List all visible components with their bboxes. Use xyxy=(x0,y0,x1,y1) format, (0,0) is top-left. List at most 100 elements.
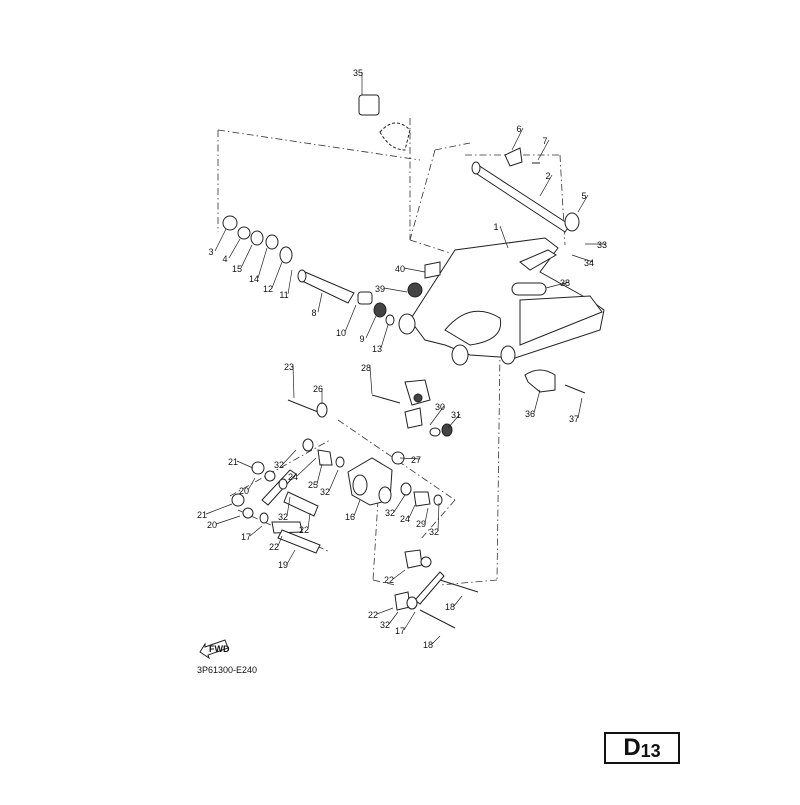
callout-22: 22 xyxy=(299,525,309,535)
callout-32: 32 xyxy=(380,620,390,630)
callout-28: 28 xyxy=(361,363,371,373)
callout-32: 32 xyxy=(278,512,288,522)
callout-14: 14 xyxy=(249,274,259,284)
leader-line xyxy=(317,292,323,313)
leader-line xyxy=(249,525,263,537)
callout-40: 40 xyxy=(395,264,405,274)
leader-line xyxy=(408,504,416,519)
callout-24: 24 xyxy=(288,472,298,482)
callout-27: 27 xyxy=(411,455,421,465)
callout-2: 2 xyxy=(545,171,550,181)
callout-22: 22 xyxy=(368,610,378,620)
leader-line xyxy=(447,413,461,429)
leader-line xyxy=(287,269,293,295)
leader-line xyxy=(393,494,406,513)
leader-line xyxy=(215,515,241,525)
leader-line xyxy=(537,139,550,161)
callout-22: 22 xyxy=(269,542,279,552)
leader-line xyxy=(577,194,589,213)
callout-20: 20 xyxy=(207,520,217,530)
leader-line xyxy=(228,238,241,259)
leader-line xyxy=(247,477,256,491)
callout-17: 17 xyxy=(395,626,405,636)
callout-18: 18 xyxy=(445,602,455,612)
callout-17: 17 xyxy=(241,532,251,542)
leader-line xyxy=(344,304,357,333)
leader-line xyxy=(236,460,254,469)
leader-line xyxy=(577,397,583,419)
leader-line xyxy=(453,595,463,607)
relay-arm xyxy=(231,438,479,629)
callout-38: 38 xyxy=(560,278,570,288)
callout-32: 32 xyxy=(429,527,439,537)
callout-4: 4 xyxy=(222,254,227,264)
callout-6: 6 xyxy=(516,124,521,134)
callout-32: 32 xyxy=(320,487,330,497)
small-parts xyxy=(222,94,586,465)
figure-code: 3P61300-E240 xyxy=(197,665,258,675)
callout-11: 11 xyxy=(279,290,288,300)
callout-36: 36 xyxy=(525,409,535,419)
callout-37: 37 xyxy=(569,414,579,424)
callout-32: 32 xyxy=(274,460,284,470)
callout-19: 19 xyxy=(278,560,288,570)
callout-10: 10 xyxy=(336,328,346,338)
callout-31: 31 xyxy=(451,410,461,420)
leader-line xyxy=(399,457,421,460)
callout-24: 24 xyxy=(400,514,410,524)
callout-5: 5 xyxy=(581,191,586,201)
callout-20: 20 xyxy=(239,486,249,496)
callout-21: 21 xyxy=(228,457,238,467)
leader-line xyxy=(205,503,233,515)
leader-line xyxy=(392,569,406,580)
leader-line xyxy=(307,512,311,530)
leader-line xyxy=(365,315,377,339)
fwd-arrow-icon: FWD xyxy=(199,639,230,660)
leader-line xyxy=(437,502,440,532)
callout-16: 16 xyxy=(345,512,355,522)
leader-line xyxy=(271,261,283,289)
leader-line xyxy=(353,499,361,517)
callout-8: 8 xyxy=(311,308,316,318)
callout-26: 26 xyxy=(313,384,323,394)
callout-33: 33 xyxy=(597,240,607,250)
leader-line xyxy=(424,507,429,524)
leader-line xyxy=(277,535,283,547)
callout-15: 15 xyxy=(232,264,242,274)
callout-layer: 3567251333434151412114039388109132326283… xyxy=(197,68,607,650)
callout-7: 7 xyxy=(542,136,547,146)
leader-line xyxy=(380,324,389,349)
callout-21: 21 xyxy=(197,510,207,520)
leader-line xyxy=(571,254,594,263)
callout-23: 23 xyxy=(284,362,294,372)
leader-line xyxy=(282,449,297,465)
leader-line xyxy=(388,611,399,625)
leader-line xyxy=(257,247,268,279)
leader-line xyxy=(328,469,339,492)
callout-39: 39 xyxy=(375,284,385,294)
leader-line xyxy=(431,635,441,645)
leader-line xyxy=(316,463,323,485)
callout-12: 12 xyxy=(263,284,273,294)
leader-line xyxy=(511,127,524,151)
leader-line xyxy=(539,174,553,197)
callout-22: 22 xyxy=(384,575,394,585)
callout-13: 13 xyxy=(372,344,382,354)
callout-35: 35 xyxy=(353,68,363,78)
leader-line xyxy=(292,365,295,399)
leader-line xyxy=(286,549,296,565)
fwd-label: FWD xyxy=(209,644,230,654)
page-number: 13 xyxy=(640,740,661,761)
callout-34: 34 xyxy=(584,258,594,268)
leader-line xyxy=(545,281,570,289)
leader-line xyxy=(403,611,416,631)
pivot-shaft xyxy=(471,161,580,233)
callout-1: 1 xyxy=(493,222,498,232)
leader-line xyxy=(499,225,509,249)
swingarm xyxy=(398,237,605,366)
callout-29: 29 xyxy=(416,519,426,529)
leader-line xyxy=(403,267,426,273)
